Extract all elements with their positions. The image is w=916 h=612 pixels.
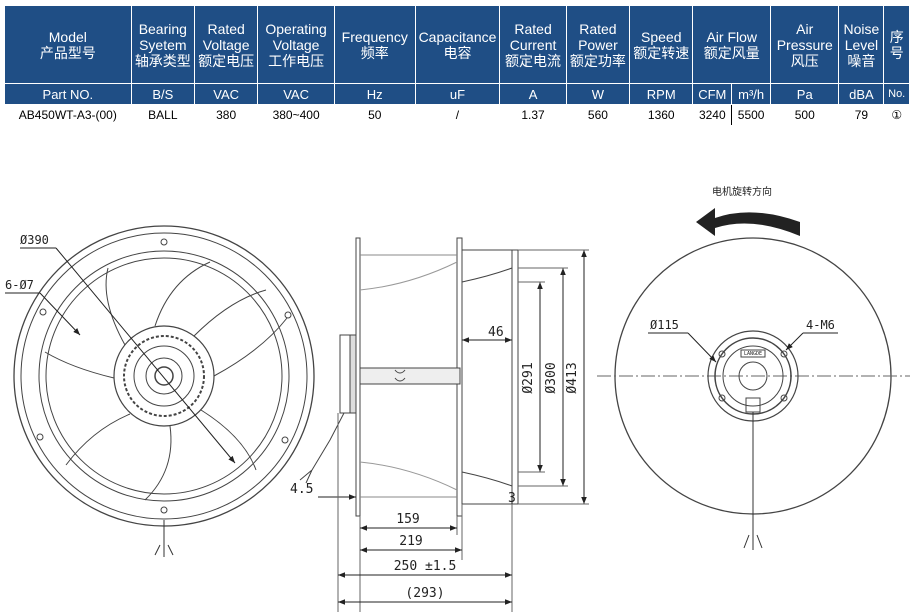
unit-a: A <box>499 83 567 105</box>
side-d413-label: Ø413 <box>565 362 580 393</box>
val-bearing: BALL <box>130 104 195 126</box>
unit-cfm: CFM <box>692 83 733 105</box>
unit-rpm: RPM <box>629 83 694 105</box>
val-speed: 1360 <box>629 104 694 126</box>
val-rated-voltage: 380 <box>193 104 259 126</box>
front-dims <box>5 247 236 464</box>
rear-screws-label: 4-M6 <box>806 318 835 332</box>
side-dim219-label: 219 <box>399 534 422 549</box>
unit-dba: dBA <box>838 83 885 105</box>
unit-row: Part NO. B/S VAC VAC Hz uF A W RPM CFM m… <box>4 83 910 105</box>
side-dim46-label: 46 <box>488 325 504 340</box>
val-cfm: 3240 <box>692 104 733 126</box>
rear-badge: LANGDE <box>744 351 762 357</box>
rear-hub-label: Ø115 <box>650 318 679 332</box>
rotation-label: 电机旋转方向 <box>712 185 772 198</box>
side-d300-label: Ø300 <box>544 362 559 393</box>
rear-dims <box>648 332 838 363</box>
unit-vac-op: VAC <box>257 83 335 105</box>
side-dim159-label: 159 <box>396 512 419 527</box>
front-holes-label: 6-Ø7 <box>5 278 34 292</box>
side-dim3-label: 3 <box>508 491 516 506</box>
unit-bs: B/S <box>130 83 195 105</box>
value-row: AB450WT-A3-(00) BALL 380 380~400 50 / 1.… <box>4 104 910 126</box>
val-rated-power: 560 <box>565 104 631 126</box>
side-dims <box>318 249 589 612</box>
side-dim293-label: (293) <box>405 586 444 601</box>
val-operating-voltage: 380~400 <box>257 104 335 126</box>
rotation-arrow-icon <box>696 208 800 236</box>
val-seq: ① <box>883 104 910 126</box>
unit-uf: uF <box>414 83 501 105</box>
val-pressure: 500 <box>770 104 840 126</box>
technical-drawing: Ø390 6-Ø7 Ø291 Ø <box>5 185 910 612</box>
unit-vac: VAC <box>193 83 259 105</box>
val-rated-current: 1.37 <box>499 104 567 126</box>
side-dim4-5-label: 4.5 <box>290 482 313 497</box>
val-part-no: AB450WT-A3-(00) <box>4 104 132 126</box>
val-noise: 79 <box>838 104 885 126</box>
rear-view <box>597 237 910 550</box>
unit-no: No. <box>883 83 910 105</box>
front-dia-label: Ø390 <box>20 233 49 247</box>
val-m3h: 5500 <box>731 104 772 126</box>
val-capacitance: / <box>414 104 501 126</box>
side-d291-label: Ø291 <box>521 362 536 393</box>
side-view <box>299 237 519 517</box>
col-seq: 序号 <box>883 5 910 84</box>
unit-w: W <box>565 83 631 105</box>
unit-part-no: Part NO. <box>4 83 132 105</box>
unit-m3h: m³/h <box>731 83 772 105</box>
front-view <box>13 225 315 557</box>
val-frequency: 50 <box>333 104 416 126</box>
unit-pa: Pa <box>770 83 840 105</box>
side-dim250-label: 250 ±1.5 <box>394 559 457 574</box>
unit-hz: Hz <box>333 83 416 105</box>
